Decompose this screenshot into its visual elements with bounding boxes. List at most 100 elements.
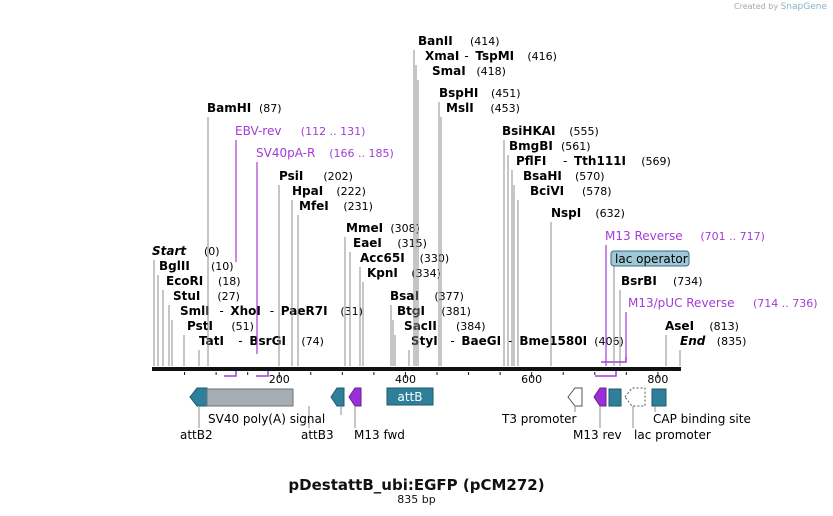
- map-length: 835 bp: [397, 493, 436, 506]
- enzyme-name-tth111i: Tth111I: [574, 154, 626, 168]
- enzyme-separator: -: [450, 334, 454, 348]
- feature-label-lac-promoter: lac promoter: [634, 428, 711, 442]
- enzyme-name-psti: PstI: [187, 319, 213, 333]
- enzyme-position: (87): [259, 102, 282, 115]
- enzyme-position: (418): [476, 65, 506, 78]
- enzyme-name-bamhi: BamHI: [207, 101, 251, 115]
- enzyme-position: (406): [594, 335, 624, 348]
- enzyme-name-bsahi: BsaHI: [523, 169, 562, 183]
- primer-label-m13-puc-reverse: M13/pUC Reverse: [628, 296, 735, 310]
- enzyme-name-bsihkai: BsiHKAI: [502, 124, 556, 138]
- enzyme-name-asei: AseI: [665, 319, 694, 333]
- cap-binding-site-feature: [651, 388, 667, 407]
- enzyme-position: (315): [397, 237, 427, 250]
- attb-feature-label: attB: [398, 390, 423, 404]
- snapgene-credit: Created by SnapGene: [734, 2, 827, 12]
- enzyme-position: (308): [390, 222, 420, 235]
- lac-operator-box: [610, 250, 690, 267]
- primer-label-ebv-rev: EBV-rev: [235, 124, 281, 138]
- feature-label-attb3: attB3: [301, 428, 334, 442]
- enzyme-name-bmgbi: BmgBI: [509, 139, 553, 153]
- enzyme-separator: -: [238, 334, 242, 348]
- enzyme-position: (10): [211, 260, 234, 273]
- enzyme-name-pflfi: PflFI: [516, 154, 546, 168]
- ruler-tick-label: 800: [647, 373, 668, 386]
- enzyme-name-banii: BanII: [418, 34, 453, 48]
- enzyme-name-stui: StuI: [173, 289, 200, 303]
- enzyme-position: (18): [218, 275, 241, 288]
- attb3-feature: [330, 387, 345, 407]
- enzyme-name-smai: SmaI: [432, 64, 466, 78]
- attb-feature-box: [386, 387, 434, 406]
- enzyme-position: (453): [490, 102, 520, 115]
- backbone-sequence: [152, 367, 681, 371]
- sv40-polya-feature: [206, 388, 294, 407]
- enzyme-separator: -: [508, 334, 512, 348]
- enzyme-position: (222): [336, 185, 366, 198]
- feature-label-cap-binding-site: CAP binding site: [653, 412, 751, 426]
- enzyme-name-nspi: NspI: [551, 206, 581, 220]
- feature-label-m13-fwd: M13 fwd: [354, 428, 405, 442]
- attb2-feature: [189, 387, 208, 407]
- enzyme-position: (734): [673, 275, 703, 288]
- enzyme-position: (31): [340, 305, 363, 318]
- primer-range: (112 .. 131): [301, 125, 366, 138]
- primer-label-m13-reverse: M13 Reverse: [605, 229, 683, 243]
- ruler-tick-label: 600: [521, 373, 542, 386]
- enzyme-name-baegi: BaeGI: [461, 334, 501, 348]
- ruler-tick-label: 400: [395, 373, 416, 386]
- primer-range: (166 .. 185): [329, 147, 394, 160]
- enzyme-name-bsrgi: BsrGI: [249, 334, 286, 348]
- enzyme-position: (813): [709, 320, 739, 333]
- enzyme-position: (202): [323, 170, 353, 183]
- enzyme-name-psii: PsiI: [279, 169, 303, 183]
- enzyme-separator: -: [270, 304, 274, 318]
- enzyme-name-bsai: BsaI: [390, 289, 419, 303]
- enzyme-position: (27): [217, 290, 240, 303]
- enzyme-name-tspmi: TspMI: [475, 49, 514, 63]
- enzyme-position: (555): [569, 125, 599, 138]
- enzyme-name-smli: SmlI: [180, 304, 210, 318]
- enzyme-position: (561): [561, 140, 591, 153]
- enzyme-name-bglii: BglII: [159, 259, 190, 273]
- primer-binding-mark: [595, 371, 617, 377]
- lac-operator-feature: [608, 388, 622, 407]
- enzyme-separator: -: [563, 154, 567, 168]
- enzyme-position: (51): [231, 320, 254, 333]
- enzyme-position: (835): [717, 335, 747, 348]
- m13-rev-feature: [593, 387, 607, 407]
- enzyme-position: (0): [204, 245, 220, 258]
- enzyme-name-mmei: MmeI: [346, 221, 383, 235]
- primer-range: (701 .. 717): [700, 230, 765, 243]
- enzyme-name-hpai: HpaI: [292, 184, 323, 198]
- enzyme-name-btgi: BtgI: [397, 304, 425, 318]
- enzyme-position: (334): [411, 267, 441, 280]
- primer-range: (714 .. 736): [753, 297, 818, 310]
- enzyme-separator: -: [464, 49, 468, 63]
- primer-binding-mark: [601, 357, 627, 363]
- t3-promoter-feature: [567, 387, 583, 407]
- enzyme-name-xmai: XmaI: [425, 49, 459, 63]
- enzyme-name-msli: MslI: [446, 101, 474, 115]
- lac-promoter-feature: [624, 387, 646, 407]
- enzyme-position: (377): [434, 290, 464, 303]
- enzyme-position: (384): [456, 320, 486, 333]
- enzyme-position: (381): [441, 305, 471, 318]
- feature-label-sv40-poly-a-signal: SV40 poly(A) signal: [208, 412, 325, 426]
- enzyme-position: (570): [575, 170, 605, 183]
- enzyme-name-acc65i: Acc65I: [360, 251, 405, 265]
- enzyme-position: (632): [595, 207, 625, 220]
- enzyme-name-xhoi: XhoI: [230, 304, 261, 318]
- enzyme-position: (578): [582, 185, 612, 198]
- enzyme-name-styi: StyI: [411, 334, 438, 348]
- enzyme-name-bsrbi: BsrBI: [621, 274, 657, 288]
- enzyme-position: (569): [641, 155, 671, 168]
- credit-prefix: Created by: [734, 2, 779, 11]
- enzyme-name-bsphi: BspHI: [439, 86, 478, 100]
- enzyme-position: (74): [301, 335, 324, 348]
- lac-operator-label: lac operator: [615, 252, 688, 266]
- m13-fwd-feature: [348, 387, 362, 407]
- enzyme-position: (231): [343, 200, 373, 213]
- enzyme-position: (330): [420, 252, 450, 265]
